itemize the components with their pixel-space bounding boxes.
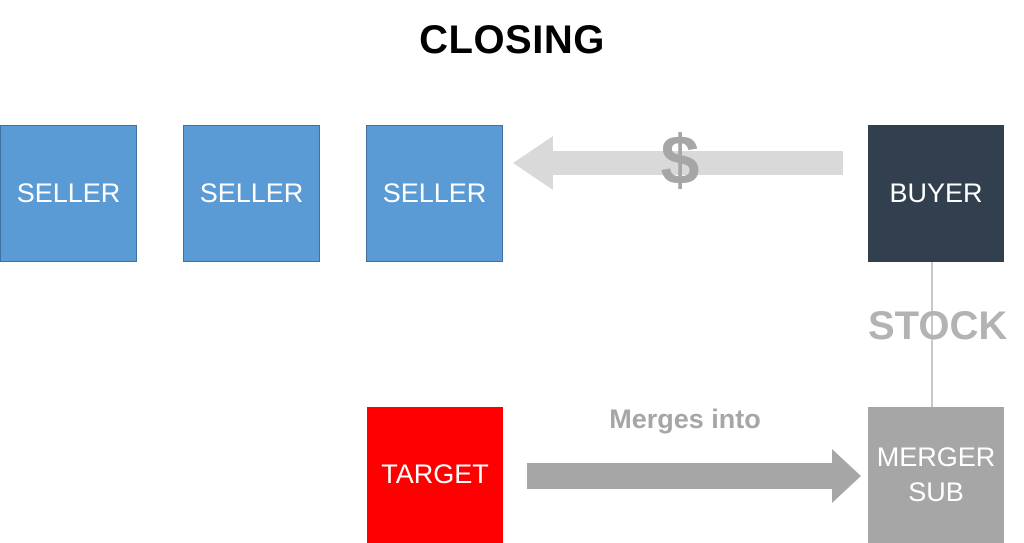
target-box: TARGET [367,407,503,543]
merge-arrow [527,449,861,503]
buyer-merger-connector [931,262,933,407]
seller-box-2: SELLER [183,125,320,262]
seller-box-3: SELLER [366,125,503,262]
buyer-box: BUYER [868,125,1004,262]
payment-label: $ [660,121,700,199]
diagram-title: CLOSING [419,18,605,62]
seller-box-1: SELLER [0,125,137,262]
merger-sub-box: MERGER SUB [868,407,1004,543]
merge-label: Merges into [609,404,761,434]
payment-arrow [513,136,843,190]
stock-label: STOCK [868,304,1008,348]
